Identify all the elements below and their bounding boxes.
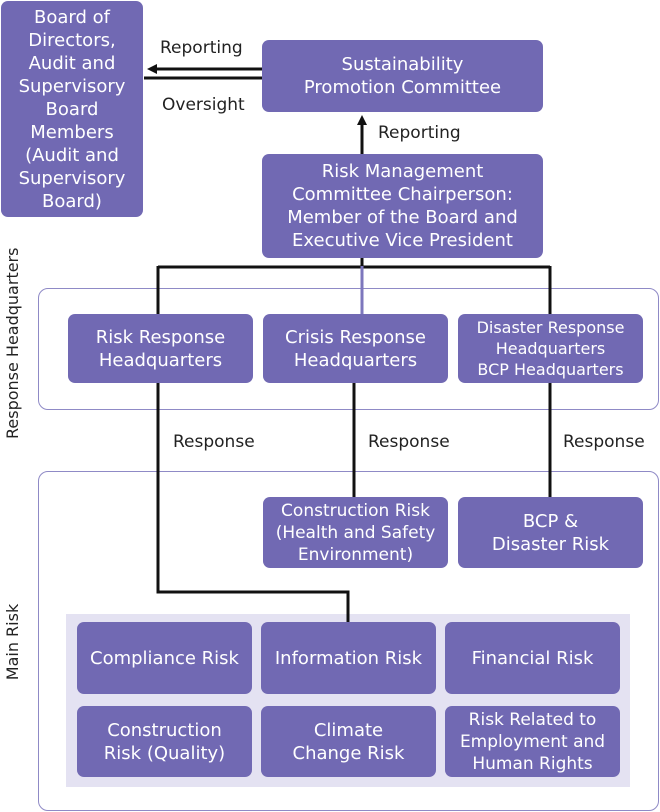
construction-risk-quality-box: Construction Risk (Quality)	[77, 706, 252, 777]
risk-management-chairperson-box: Risk Management Committee Chairperson: M…	[262, 154, 543, 258]
compliance-risk-box: Compliance Risk	[77, 622, 252, 694]
response-label-1: Response	[173, 432, 255, 452]
bcp-disaster-risk-box: BCP & Disaster Risk	[458, 497, 643, 568]
sustainability-promotion-committee-box: Sustainability Promotion Committee	[262, 40, 543, 112]
financial-risk-box: Financial Risk	[445, 622, 620, 694]
main-risk-region	[38, 471, 659, 811]
response-label-2: Response	[368, 432, 450, 452]
board-of-directors-box: Board of Directors, Audit and Supervisor…	[1, 1, 143, 217]
reporting-label-committee: Reporting	[378, 123, 461, 143]
employment-human-rights-risk-box: Risk Related to Employment and Human Rig…	[445, 706, 620, 777]
construction-risk-hse-box: Construction Risk (Health and Safety Env…	[263, 497, 448, 568]
risk-response-hq-box: Risk Response Headquarters	[68, 314, 253, 383]
information-risk-box: Information Risk	[261, 622, 436, 694]
response-headquarters-region	[38, 288, 659, 410]
disaster-response-hq-box: Disaster Response Headquarters BCP Headq…	[458, 314, 643, 383]
climate-change-risk-box: Climate Change Risk	[261, 706, 436, 777]
risk-response-route	[156, 383, 350, 622]
oversight-label: Oversight	[162, 95, 245, 115]
crisis-response-hq-box: Crisis Response Headquarters	[263, 314, 448, 383]
response-label-3: Response	[563, 432, 645, 452]
reporting-label-board: Reporting	[160, 38, 243, 58]
